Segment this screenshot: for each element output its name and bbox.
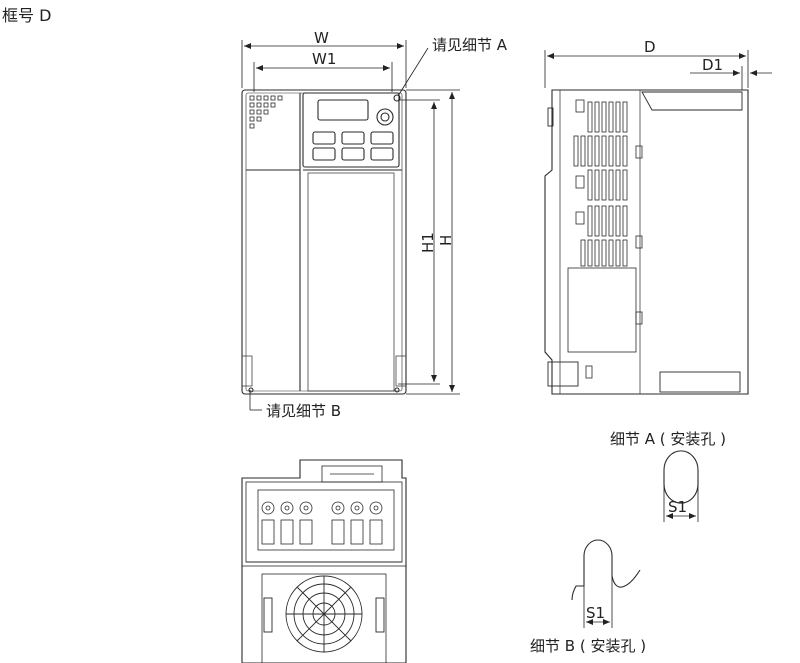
detail-b-slot-icon bbox=[571, 539, 641, 601]
detail-b-title: 细节 B ( 安装孔 ) bbox=[530, 637, 646, 655]
dimension-d bbox=[544, 50, 772, 90]
label-h1: H1 bbox=[419, 232, 437, 253]
detail-b-s1: S1 bbox=[586, 604, 605, 622]
fan-icon bbox=[263, 575, 385, 653]
label-w: W bbox=[314, 29, 329, 47]
bottom-view bbox=[241, 459, 407, 663]
detail-a-hole-icon bbox=[663, 450, 699, 504]
side-view bbox=[544, 89, 749, 395]
label-d1: D1 bbox=[702, 56, 723, 74]
label-h: H bbox=[437, 235, 455, 246]
terminal-screws bbox=[261, 501, 383, 545]
detail-b-dimension bbox=[583, 576, 613, 628]
callout-detail-b: 请见细节 B bbox=[266, 402, 341, 420]
label-w1: W1 bbox=[312, 50, 336, 68]
callout-detail-a: 请见细节 A bbox=[432, 36, 508, 54]
dimension-h bbox=[398, 89, 460, 395]
callout-lines bbox=[249, 47, 429, 411]
frame-title: 框号 D bbox=[2, 6, 52, 25]
side-vent-slots bbox=[573, 99, 628, 267]
detail-a-s1: S1 bbox=[668, 498, 687, 516]
front-vent-dots bbox=[249, 95, 283, 129]
dimension-w bbox=[241, 40, 407, 92]
detail-a-dimension bbox=[663, 480, 699, 522]
label-d: D bbox=[644, 38, 656, 56]
detail-a-title: 细节 A ( 安装孔 ) bbox=[610, 430, 726, 448]
front-view bbox=[241, 89, 407, 395]
